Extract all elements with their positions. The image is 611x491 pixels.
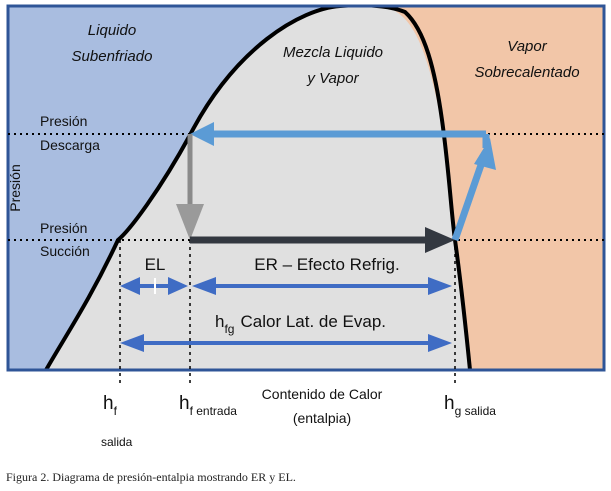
figure-caption: Figura 2. Diagrama de presión-entalpia m…	[6, 470, 296, 484]
hf-entrada-subscript: f entrada	[190, 404, 238, 418]
hg-subscript: g salida	[455, 404, 497, 418]
hg-salida-label: hg salida	[444, 393, 496, 418]
subcooled-region	[8, 6, 340, 370]
hfg-arrow	[120, 334, 452, 352]
hfg-text: Calor Lat. de Evap.	[240, 312, 386, 331]
er-label: ER – Efecto Refrig.	[254, 255, 400, 274]
superheated-label-2: Sobrecalentado	[474, 64, 579, 81]
mixture-label-2: y Vapor	[306, 70, 359, 87]
expansion-arrow-head	[176, 204, 204, 240]
el-arrow	[120, 277, 188, 295]
hf-salida-word: salida	[101, 435, 133, 449]
superheated-label-1: Vapor	[507, 38, 547, 55]
saturation-dome	[44, 6, 472, 370]
x-axis-label-2: (entalpia)	[293, 410, 351, 426]
mixture-region	[46, 6, 470, 370]
mixture-label-1: Mezcla Liquido	[283, 44, 383, 61]
suction-label-2: Succión	[40, 243, 90, 259]
subcooled-label-1: Liquido	[88, 22, 136, 39]
compression-arrow-diag	[451, 163, 485, 242]
hf-salida-label: hf	[103, 393, 118, 418]
plot-frame	[6, 4, 606, 372]
compression-arrow-head	[474, 138, 496, 170]
y-axis-label: Presión	[7, 164, 23, 211]
hfg-subscript: fg	[224, 322, 234, 336]
discharge-label-1: Presión	[40, 113, 87, 129]
suction-label-1: Presión	[40, 220, 87, 236]
hg-symbol: h	[444, 393, 455, 414]
hf-symbol: h	[103, 393, 114, 414]
discharge-label-2: Descarga	[40, 137, 100, 153]
evaporation-arrow-head	[425, 227, 455, 253]
hfg-label: hfg Calor Lat. de Evap.	[215, 312, 386, 336]
hf-subscript: f	[114, 404, 118, 418]
hf-entrada-label: hf entrada	[179, 393, 237, 418]
hfg-symbol: h	[215, 312, 224, 331]
x-axis-label-1: Contenido de Calor	[262, 386, 383, 402]
condensation-arrow-head	[190, 122, 214, 146]
hf-entrada-symbol: h	[179, 393, 190, 414]
er-arrow	[192, 277, 452, 295]
el-label: EL	[145, 255, 166, 274]
subcooled-label-2: Subenfriado	[72, 48, 153, 65]
